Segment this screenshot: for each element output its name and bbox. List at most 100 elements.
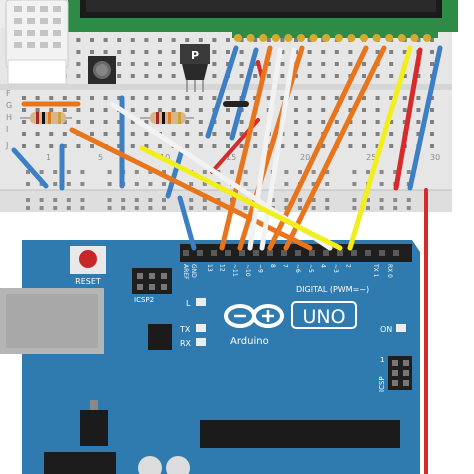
led-l-label: L — [186, 299, 191, 308]
breadboard-hole — [22, 144, 26, 148]
power-rail-hole — [325, 170, 330, 174]
dht-grille-slot — [53, 6, 61, 12]
digital-pin-label: ~10 — [244, 264, 251, 277]
breadboard-hole — [226, 62, 230, 66]
breadboard-hole — [226, 96, 230, 100]
led-tx — [196, 324, 206, 332]
breadboard-hole — [90, 132, 94, 136]
breadboard-hole — [76, 74, 81, 78]
icsp-pin — [403, 380, 409, 386]
wire-blue — [11, 147, 49, 189]
arduino-infinity-logo — [224, 304, 284, 328]
breadboard-hole — [334, 62, 339, 66]
breadboard-hole — [171, 50, 176, 54]
power-rail-hole — [53, 170, 58, 174]
dht-grille-slot — [40, 42, 48, 48]
breadboard-hole — [239, 144, 244, 148]
power-rail-hole — [352, 198, 357, 202]
power-rail-hole — [26, 198, 30, 202]
header-pin — [295, 250, 301, 256]
breadboard-hole — [212, 62, 217, 66]
atmega-chip — [200, 420, 400, 448]
power-rail-hole — [393, 206, 398, 210]
breadboard-hole — [117, 96, 122, 100]
voltage-regulator — [80, 410, 108, 446]
breadboard-hole — [158, 74, 162, 78]
breadboard-hole — [130, 50, 135, 54]
wire-orange — [283, 45, 387, 251]
breadboard-hole — [76, 108, 81, 112]
breadboard-hole — [130, 120, 135, 124]
icsp2-pin — [161, 273, 167, 279]
breadboard-hole — [294, 38, 298, 42]
breadboard-hole — [375, 50, 380, 54]
header-pin — [239, 250, 245, 256]
breadboard-hole — [35, 132, 40, 136]
breadboard-hole — [334, 120, 339, 124]
dht-grille-slot — [14, 42, 22, 48]
breadboard-hole — [294, 120, 298, 124]
power-rail-hole — [202, 182, 207, 186]
power-rail-hole — [39, 170, 44, 174]
breadboard-hole — [226, 132, 230, 136]
breadboard-hole — [90, 38, 94, 42]
dht-grille-slot — [14, 6, 22, 12]
dht-sensor — [5, 0, 69, 85]
breadboard-hole — [280, 38, 285, 42]
power-rail-hole — [270, 198, 275, 202]
breadboard-hole — [117, 38, 122, 42]
dht-grille-slot — [27, 18, 35, 24]
lcd-pin — [259, 34, 268, 42]
breadboard-hole — [307, 50, 312, 54]
breadboard-hole — [158, 144, 162, 148]
reset-button[interactable] — [70, 246, 106, 274]
breadboard-hole — [117, 62, 122, 66]
breadboard-hole — [171, 74, 176, 78]
breadboard-hole — [294, 144, 298, 148]
breadboard-hole — [212, 132, 217, 136]
breadboard-hole — [76, 120, 81, 124]
usb-chip — [148, 324, 172, 350]
breadboard-hole — [226, 38, 230, 42]
power-rail-hole — [134, 170, 139, 174]
digital-pin-label: 8 — [269, 264, 276, 268]
digital-label: DIGITAL (PWM=~) — [296, 285, 369, 294]
digital-pin-label: ~11 — [231, 264, 238, 277]
dht-grille-slot — [40, 6, 48, 12]
column-number-15: 15 — [226, 153, 236, 162]
led-rx-label: RX — [180, 339, 192, 348]
power-rail-hole — [162, 206, 166, 210]
breadboard-hole — [103, 38, 108, 42]
digital-pin-label: 7 — [282, 264, 289, 268]
breadboard-hole — [158, 62, 162, 66]
breadboard-hole — [266, 38, 271, 42]
breadboard-hole — [171, 96, 176, 100]
breadboard-hole — [212, 144, 217, 148]
breadboard-hole — [144, 62, 149, 66]
breadboard-hole — [130, 108, 135, 112]
breadboard-hole — [294, 74, 298, 78]
pushbutton[interactable] — [88, 56, 116, 84]
breadboard-hole — [266, 62, 271, 66]
breadboard-hole — [226, 50, 230, 54]
header-pin — [253, 250, 259, 256]
digital-pin-label: ~9 — [256, 264, 263, 273]
breadboard-hole — [22, 132, 26, 136]
breadboard-hole — [90, 96, 94, 100]
breadboard-hole — [158, 50, 162, 54]
power-rail-hole — [393, 198, 398, 202]
breadboard-hole — [307, 62, 312, 66]
breadboard-hole — [294, 108, 298, 112]
breadboard-hole — [348, 108, 353, 112]
breadboard-hole — [90, 108, 94, 112]
row-label-j: J — [5, 141, 8, 150]
power-rail-hole — [366, 206, 370, 210]
power-rail-hole — [148, 206, 153, 210]
dht-grille-slot — [14, 30, 22, 36]
breadboard-hole — [280, 74, 285, 78]
wire-white — [259, 47, 297, 251]
breadboard-hole — [389, 120, 394, 124]
breadboard-hole — [103, 108, 108, 112]
breadboard-hole — [62, 96, 67, 100]
breadboard-hole — [144, 74, 149, 78]
